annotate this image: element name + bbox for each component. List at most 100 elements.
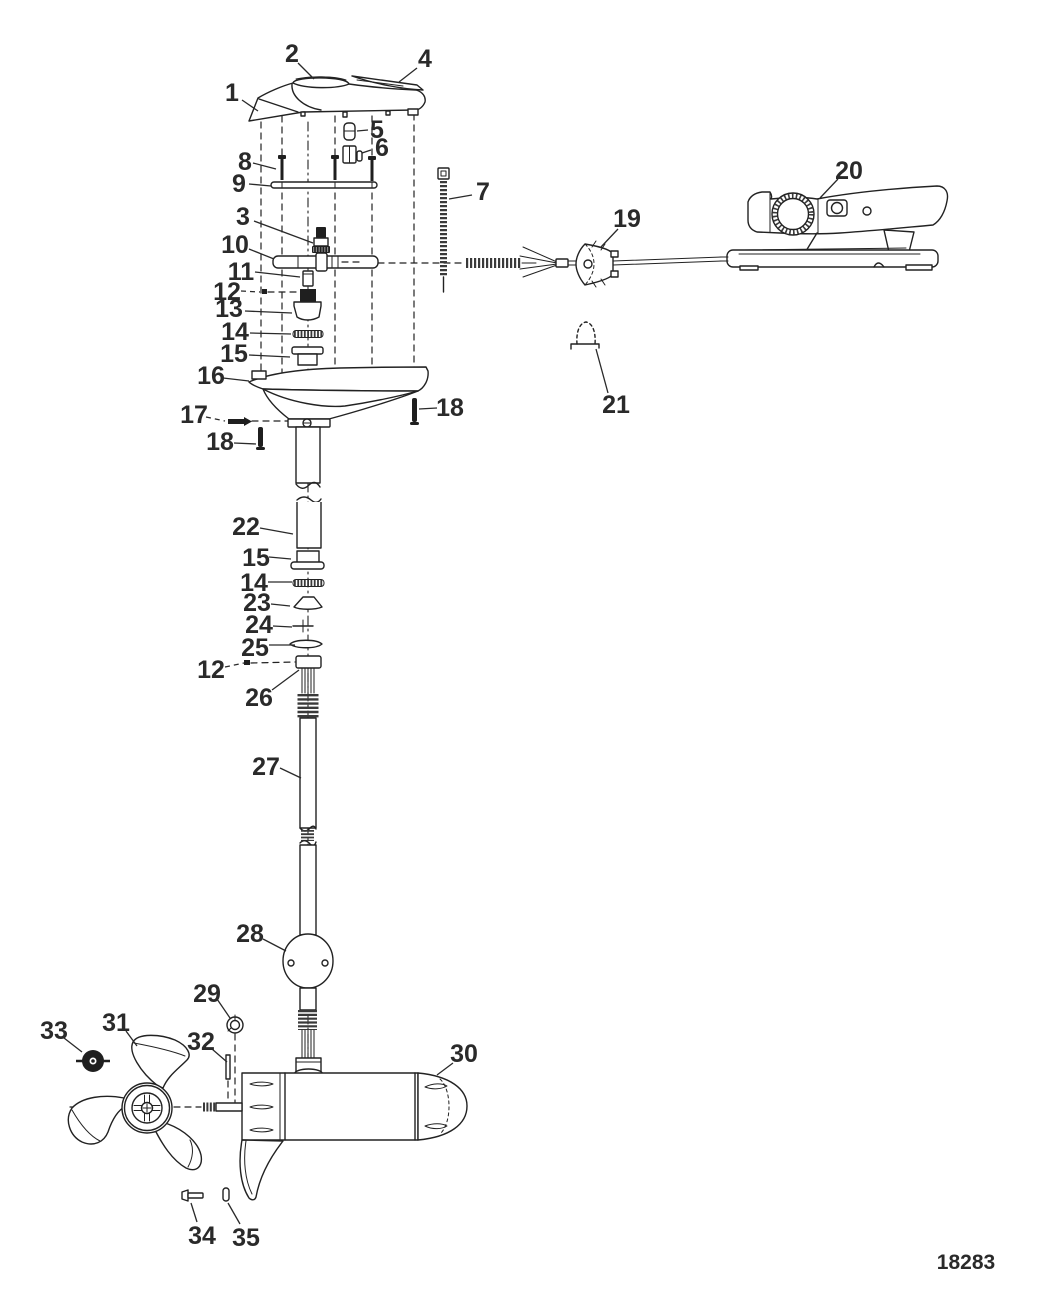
callout-leader-11-10 <box>254 271 301 278</box>
callout-label-4-2: 4 <box>418 45 432 73</box>
callout-label-8-5: 8 <box>238 148 252 176</box>
propeller-31 <box>67 1034 203 1171</box>
callout-label-18-18: 18 <box>436 394 464 422</box>
callout-label-23-25: 23 <box>243 589 271 617</box>
prop-blade-left <box>67 1095 127 1145</box>
callout-leader-23-25 <box>270 603 291 607</box>
nose-slots <box>424 1083 448 1130</box>
cable-tie-7 <box>437 167 450 293</box>
flat-washer-25 <box>289 639 323 649</box>
pin-12-lower <box>244 660 250 665</box>
callout-leader-1-0 <box>241 99 259 112</box>
bolt-17 <box>228 417 252 426</box>
plate-center-bushing <box>315 252 328 272</box>
callout-leader-22-22 <box>259 527 294 535</box>
callout-leader-27-30 <box>279 767 302 779</box>
callout-leader-34-37 <box>190 1202 198 1223</box>
callout-label-14-13: 14 <box>221 318 249 346</box>
callout-leader-28-31 <box>262 938 287 952</box>
callout-label-10-9: 10 <box>221 231 249 259</box>
skeg-fin <box>239 1139 284 1201</box>
callout-label-18-17: 18 <box>206 428 234 456</box>
callout-label-6-4: 6 <box>375 134 389 162</box>
prop-shaft <box>203 1102 243 1112</box>
callout-leader-8-5 <box>252 162 277 170</box>
callout-leader-32-35 <box>211 1048 228 1063</box>
end-cap-slots <box>249 1081 274 1133</box>
cap-13 <box>293 289 322 321</box>
column-tube-upper <box>295 426 321 489</box>
callout-leader-33-34 <box>63 1037 83 1053</box>
callout-leader-21-21 <box>595 348 609 394</box>
callout-leader-29-32 <box>216 998 231 1019</box>
callout-label-5-3: 5 <box>370 116 384 144</box>
callout-label-27-30: 27 <box>252 753 280 781</box>
head-dome <box>292 77 350 89</box>
bulb-part-5 <box>343 122 356 141</box>
bushing-15-upper <box>291 346 324 366</box>
callout-leader-12-28 <box>224 662 245 668</box>
prop-blade-top <box>131 1034 190 1089</box>
anode-pin-32 <box>225 1054 231 1080</box>
callout-label-16-15: 16 <box>197 362 225 390</box>
prop-nut-33 <box>76 1050 110 1072</box>
screw-34 <box>181 1189 204 1202</box>
callout-leader-35-38 <box>227 1202 241 1225</box>
callout-label-35-38: 35 <box>232 1224 260 1252</box>
cable-fan <box>519 246 558 278</box>
motor-body-30 <box>239 1072 468 1201</box>
callout-label-24-26: 24 <box>245 611 273 639</box>
pin-18-left <box>256 427 265 450</box>
callout-leader-15-14 <box>248 354 291 358</box>
callout-label-26-29: 26 <box>245 684 273 712</box>
head-top-strip <box>351 75 424 91</box>
callout-leader-10-9 <box>248 248 275 260</box>
bolt-3 <box>312 227 330 253</box>
callout-leader-5-3 <box>356 129 369 132</box>
callout-leader-16-15 <box>222 377 250 382</box>
spacer-11 <box>302 270 314 287</box>
callout-leader-12-11 <box>240 290 261 293</box>
callout-label-20-20: 20 <box>835 157 863 185</box>
callout-leader-18-17 <box>233 442 257 445</box>
nose-cone <box>417 1072 468 1141</box>
callout-label-7-7: 7 <box>476 178 490 206</box>
pedal-led <box>862 206 872 216</box>
callout-label-31-33: 31 <box>102 1009 130 1037</box>
callout-label-11-10: 11 <box>228 258 255 286</box>
callout-label-9-6: 9 <box>232 170 246 198</box>
callout-leader-24-26 <box>272 625 293 628</box>
bushing-15-lower <box>290 550 325 570</box>
collar-26 <box>295 655 322 669</box>
drawing-number: 18283 <box>937 1251 995 1274</box>
callout-label-25-27: 25 <box>241 634 269 662</box>
callout-label-21-21: 21 <box>602 391 630 419</box>
callout-leader-26-29 <box>271 669 300 691</box>
lower-housing-16 <box>248 366 429 428</box>
head-nose-crease <box>258 98 299 113</box>
callout-label-33-34: 33 <box>40 1017 68 1045</box>
holder-part-6 <box>342 145 363 164</box>
foot-pedal-20 <box>719 185 949 271</box>
callout-leader-3-8 <box>253 220 314 244</box>
callout-label-2-1: 2 <box>285 40 299 68</box>
callout-leader-20-20 <box>819 178 839 199</box>
callout-leader-6-4 <box>361 149 372 154</box>
callout-label-14-24: 14 <box>240 569 268 597</box>
base-notch <box>873 262 885 268</box>
housing-tab <box>251 370 267 380</box>
callout-leader-4-2 <box>398 67 418 83</box>
callout-label-12-11: 12 <box>213 278 241 306</box>
callout-label-13-12: 13 <box>215 295 243 323</box>
callout-leader-17-16 <box>205 416 226 422</box>
callout-label-17-16: 17 <box>180 401 208 429</box>
steering-plate-10 <box>272 252 379 272</box>
callout-leader-9-6 <box>248 183 272 187</box>
screws-8 <box>278 155 376 181</box>
callout-leader-31-33 <box>125 1030 138 1047</box>
cap-21 <box>570 321 600 350</box>
head-foot-tab <box>407 108 419 116</box>
cone-hatching <box>591 240 606 288</box>
